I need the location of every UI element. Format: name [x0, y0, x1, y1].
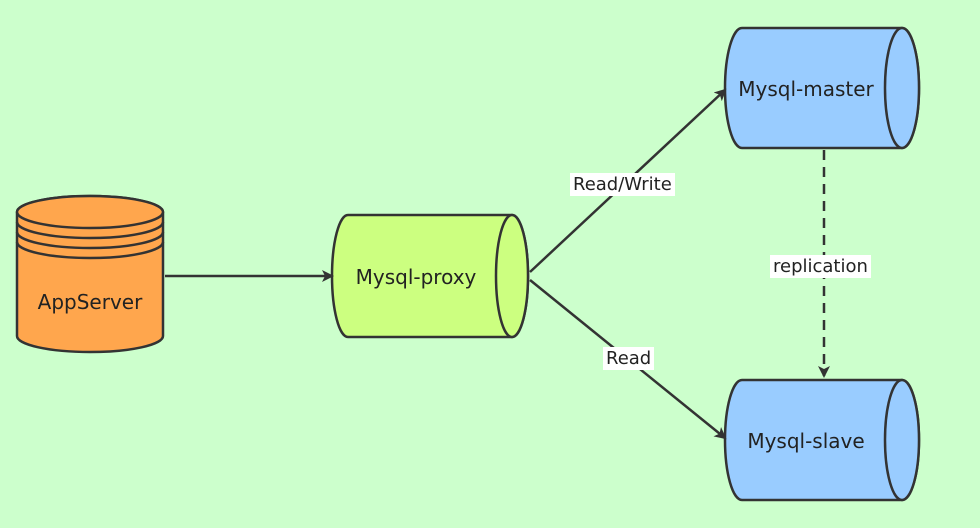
proxy-node — [330, 213, 530, 339]
read-label: Read — [603, 347, 655, 370]
appserver-node — [15, 194, 165, 354]
master-label: Mysql-master — [738, 77, 874, 101]
appserver-label: AppServer — [37, 290, 143, 314]
master-node — [723, 26, 921, 150]
slave-node — [723, 378, 921, 502]
slave-label: Mysql-slave — [747, 429, 865, 453]
read-write-label: Read/Write — [570, 173, 675, 196]
replication-label: replication — [770, 255, 871, 278]
proxy-label: Mysql-proxy — [355, 265, 477, 289]
